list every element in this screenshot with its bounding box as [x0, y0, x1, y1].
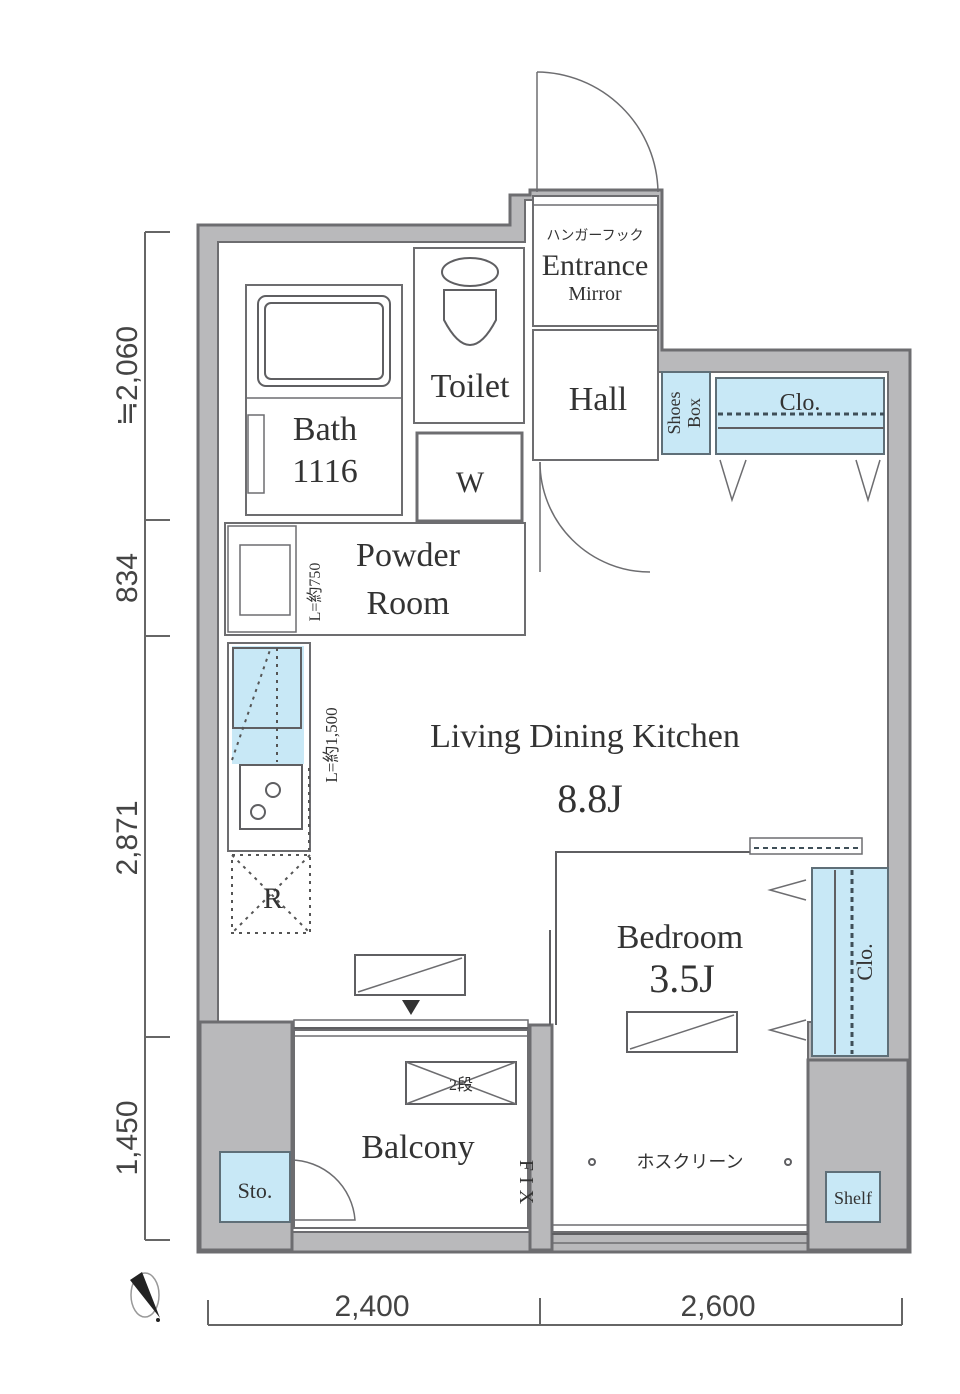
toilet — [413, 247, 525, 424]
bath — [245, 284, 403, 516]
hall-door-swing — [539, 461, 651, 573]
bedroom-size: 3.5J — [649, 956, 715, 1001]
bedroom-label: Bedroom — [617, 919, 744, 956]
bedroom-wall — [555, 851, 750, 1025]
toilet-tank-icon — [441, 257, 499, 287]
fridge-label: R — [263, 882, 283, 915]
hanger-hook-label: ハンガーフック — [546, 228, 643, 244]
bathtub-icon — [257, 295, 391, 387]
mirror-label: Mirror — [568, 283, 622, 305]
shelf — [825, 1171, 881, 1223]
bath-size: 1116 — [292, 453, 357, 490]
bath-label: Bath — [293, 411, 357, 448]
toilet-bowl-icon — [443, 289, 497, 346]
dim-v-4: 1,450 — [111, 1100, 144, 1175]
powder-room-label-1: Powder — [356, 537, 461, 574]
closet-door-icon — [719, 459, 881, 503]
ldk-ac-unit — [354, 954, 466, 996]
powder-room — [224, 522, 526, 636]
closet-top — [715, 377, 885, 455]
shoes-box-label-2: Box — [684, 398, 704, 428]
entrance — [532, 195, 659, 327]
step-label: 2段 — [449, 1076, 473, 1094]
clothes-screen-label: ホスクリーン — [636, 1152, 743, 1172]
dim-h-2: 2,600 — [680, 1290, 755, 1323]
storage-door-swing — [289, 1159, 356, 1221]
kitchen-sink-area — [232, 646, 304, 764]
stove-icon — [239, 764, 303, 830]
hall-label: Hall — [569, 381, 628, 418]
fix-window-label: FIX — [515, 1160, 537, 1210]
vanity-sink-icon — [239, 544, 291, 616]
toilet-label: Toilet — [431, 368, 510, 405]
closet-bedroom-door-icon — [767, 879, 807, 1041]
powder-counter-length: L=約750 — [306, 563, 324, 622]
powder-room-label-2: Room — [366, 585, 449, 622]
washer — [415, 431, 524, 523]
shelf-label: Shelf — [834, 1188, 872, 1208]
storage — [219, 1151, 291, 1223]
balcony-divider-wall — [528, 1023, 554, 1252]
window-marker-icon — [402, 1000, 420, 1015]
closet-bedroom — [811, 867, 889, 1057]
ldk-label: Living Dining Kitchen — [430, 718, 740, 755]
kitchen-counter-length: L=約1,500 — [322, 707, 341, 782]
north-arrow-icon — [130, 1272, 160, 1322]
hall — [532, 329, 659, 461]
balcony-label: Balcony — [361, 1129, 474, 1166]
dim-v-1: ≒2,060 — [111, 326, 144, 426]
shoes-box-label-1: Shoes — [664, 391, 684, 434]
bedroom-ac-unit — [626, 1011, 738, 1053]
balcony-ac-outdoor-unit — [405, 1061, 517, 1105]
closet-bedroom-label: Clo. — [852, 943, 877, 980]
storage-label: Sto. — [238, 1178, 273, 1203]
entrance-label: Entrance — [542, 249, 649, 282]
shoes-box — [661, 371, 711, 455]
dim-v-3: 2,871 — [111, 800, 144, 875]
dim-h-1: 2,400 — [334, 1290, 409, 1323]
ldk-size: 8.8J — [557, 776, 623, 821]
fridge-space — [231, 854, 311, 934]
entrance-door-swing — [536, 71, 659, 193]
bedroom-sliding-door — [749, 837, 863, 855]
closet-top-label: Clo. — [780, 390, 821, 416]
dim-v-2: 834 — [111, 553, 144, 603]
washer-label: W — [456, 466, 485, 499]
